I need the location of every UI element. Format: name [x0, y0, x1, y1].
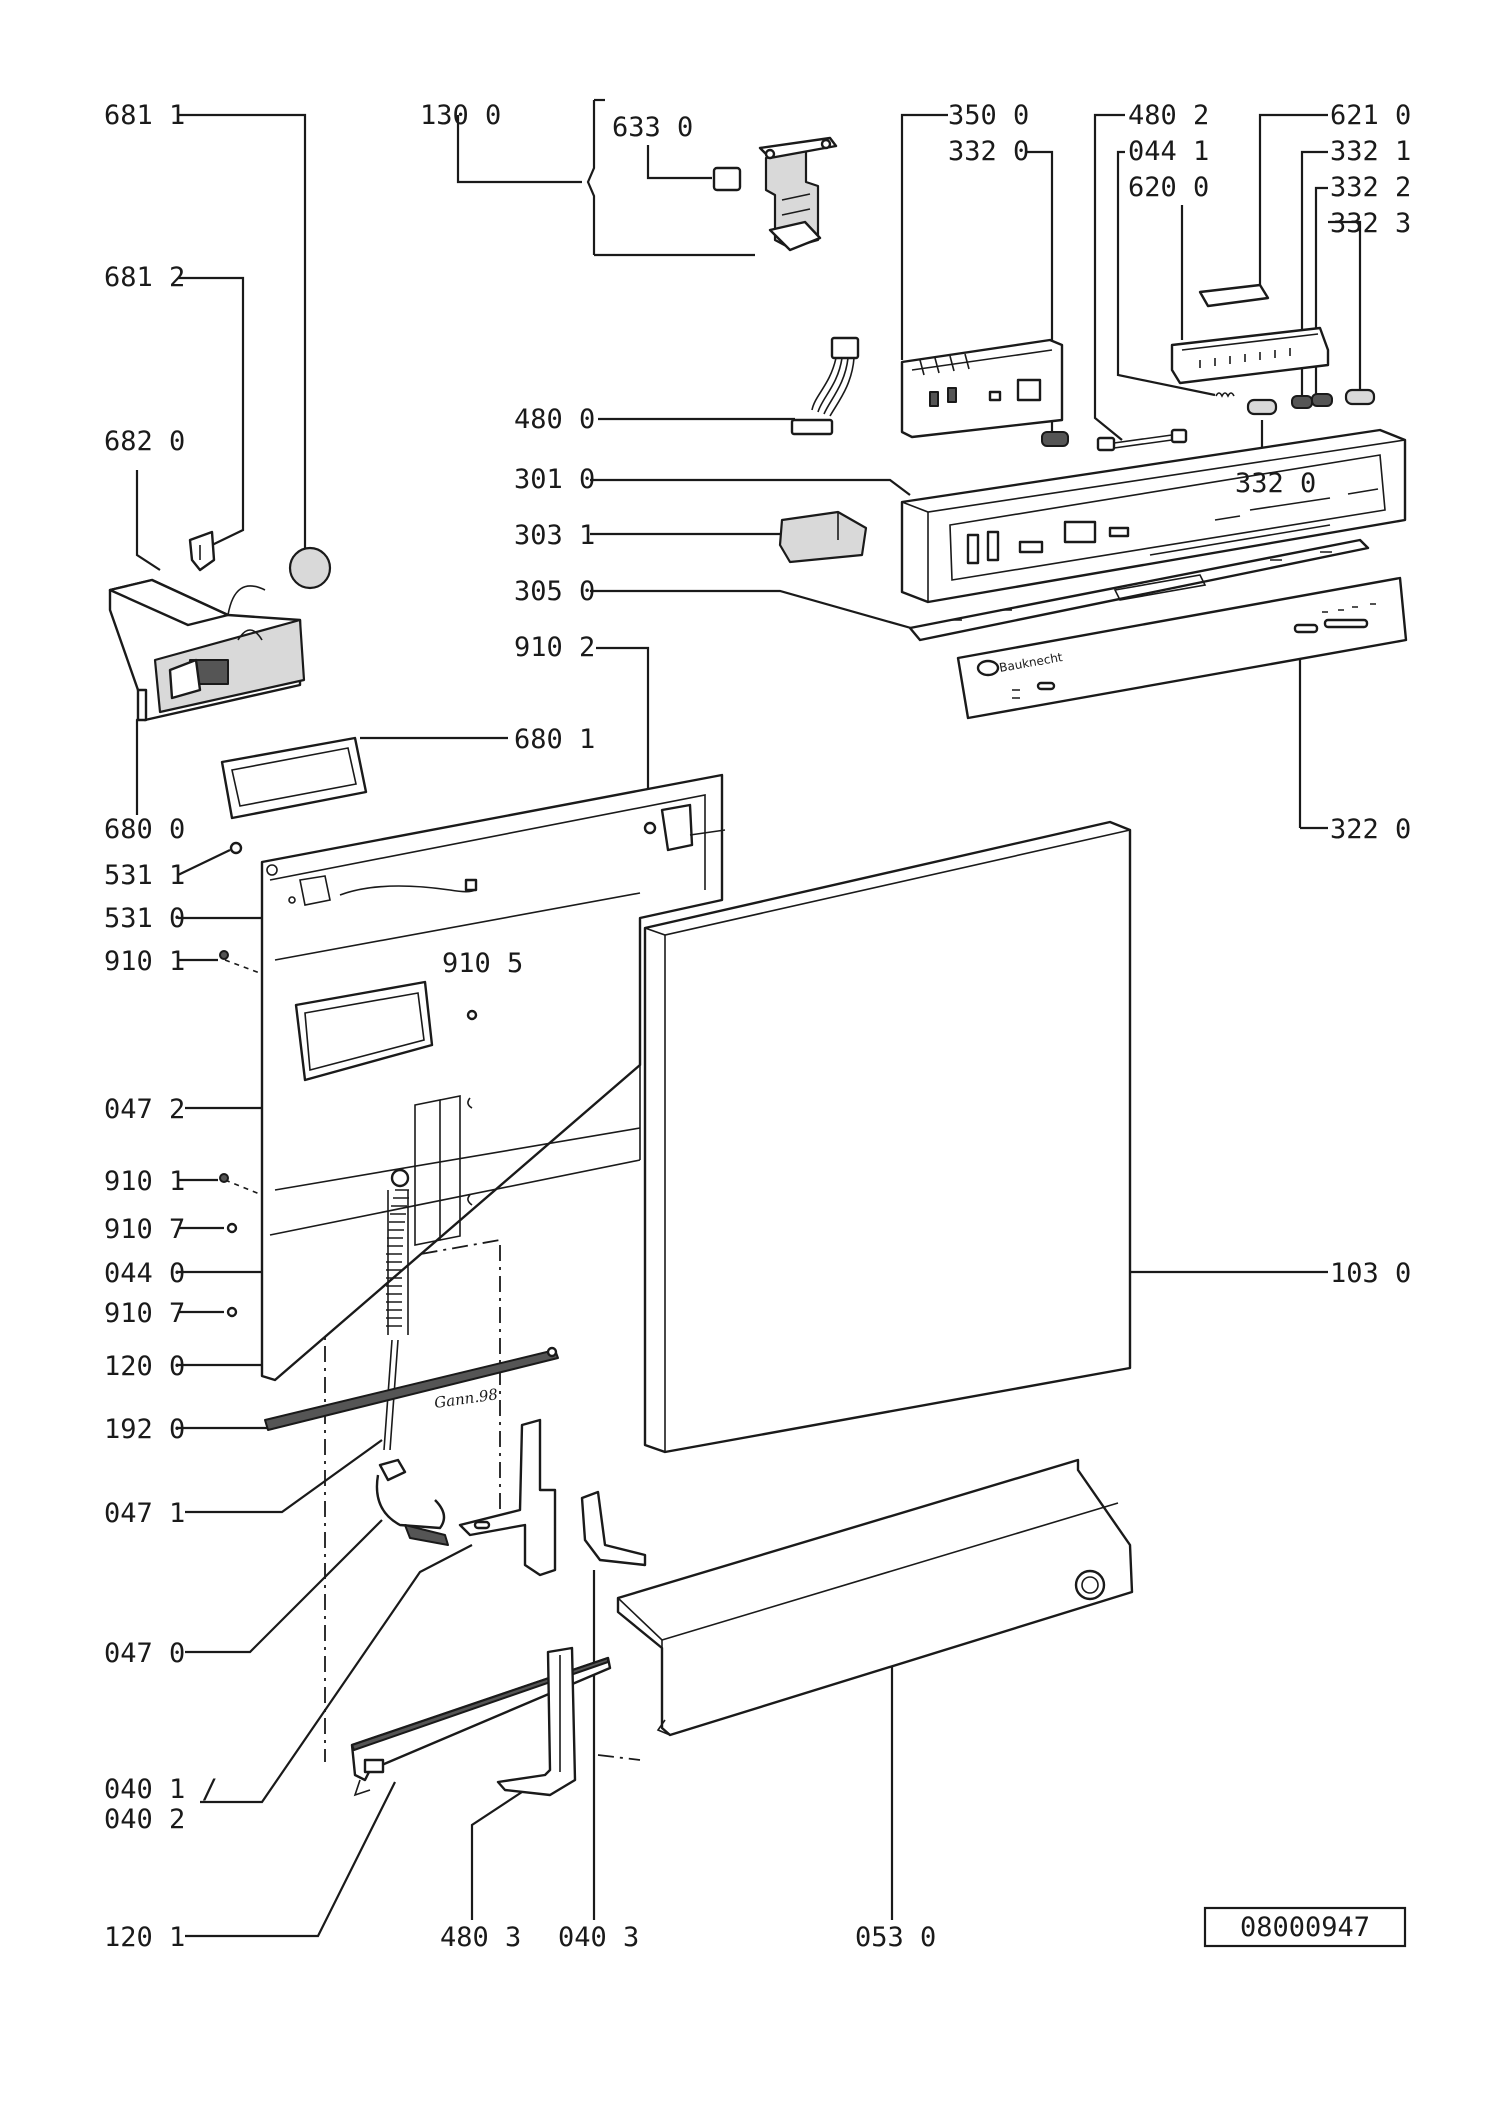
callout-332-0-mid: 332 0 [1235, 468, 1316, 499]
callout-103-0: 103 0 [1330, 1258, 1411, 1289]
callout-910-5: 910 5 [442, 948, 523, 979]
module-620-0 [1170, 326, 1330, 385]
door-spring [383, 1168, 410, 1451]
spring-044-1 [1215, 392, 1235, 398]
callout-040-1: 040 1 / [104, 1774, 218, 1805]
front-fascia-322-0: Bauknecht [956, 576, 1408, 720]
callout-480-0: 480 0 [514, 404, 595, 435]
hinge-lever [375, 1458, 449, 1546]
callout-332-3: 332 3 [1330, 208, 1411, 239]
outer-door-panel [643, 820, 1132, 1454]
callout-910-7-a: 910 7 [104, 1214, 185, 1245]
callout-680-1: 680 1 [514, 724, 595, 755]
callout-480-2: 480 2 [1128, 100, 1209, 131]
plinth-120-1 [350, 1656, 612, 1797]
callout-633-0: 633 0 [612, 112, 693, 143]
detergent-dispenser [108, 578, 306, 722]
callout-480-3: 480 3 [440, 1922, 521, 1953]
callout-621-0: 621 0 [1330, 100, 1411, 131]
small-cable [1096, 428, 1188, 452]
callout-053-0: 053 0 [855, 1922, 936, 1953]
callout-332-0-top: 332 0 [948, 136, 1029, 167]
callout-332-2: 332 2 [1330, 172, 1411, 203]
callout-130-0: 130 0 [420, 100, 501, 131]
callout-040-3: 040 3 [558, 1922, 639, 1953]
callout-350-0: 350 0 [948, 100, 1029, 131]
trim-strip-305-0 [908, 538, 1370, 642]
callout-332-1: 332 1 [1330, 136, 1411, 167]
drawing-number-box [1203, 1906, 1407, 1948]
screw-910-7-b [226, 1306, 238, 1318]
callout-305-0: 305 0 [514, 576, 595, 607]
bracket-040-3 [580, 1490, 647, 1567]
callout-labels: 681 1 130 0 633 0 350 0 332 0 480 2 044 … [104, 100, 1411, 1953]
callout-620-0: 620 0 [1128, 172, 1209, 203]
buttons-332 [1246, 388, 1376, 416]
hinge-bracket [458, 1418, 557, 1577]
callout-301-0: 301 0 [514, 464, 595, 495]
callout-192-0: 192 0 [104, 1414, 185, 1445]
screw-910-7-a [226, 1222, 238, 1234]
callout-910-1-a: 910 1 [104, 946, 185, 977]
callout-531-0: 531 0 [104, 903, 185, 934]
control-board [900, 338, 1064, 439]
callout-120-1: 120 1 [104, 1922, 185, 1953]
callout-531-1: 531 1 [104, 860, 185, 891]
gasket-680-1 [220, 736, 368, 820]
clip-681-2 [188, 530, 216, 572]
callout-044-1: 044 1 [1128, 136, 1209, 167]
callout-680-0: 680 0 [104, 814, 185, 845]
rail-192-0: Gann.98 [264, 1346, 559, 1431]
door-lock-assembly [712, 136, 838, 252]
callout-303-1: 303 1 [514, 520, 595, 551]
signature-mark: Gann.98 [433, 1385, 499, 1412]
callout-040-2: 040 2 [104, 1804, 185, 1835]
callout-910-1-b: 910 1 [104, 1166, 185, 1197]
cap-681-1 [288, 546, 332, 590]
callout-910-7-b: 910 7 [104, 1298, 185, 1329]
callout-910-2: 910 2 [514, 632, 595, 663]
callout-047-1: 047 1 [104, 1498, 185, 1529]
callout-047-2: 047 2 [104, 1094, 185, 1125]
leader-lines [135, 98, 1362, 1938]
board-621-0 [1198, 283, 1270, 308]
kick-plate [616, 1458, 1134, 1737]
drawing-number: 08000947 [1240, 1912, 1370, 1943]
bracket-480-3 [496, 1646, 577, 1797]
inner-door-panel [260, 773, 726, 1382]
callout-682-0: 682 0 [104, 426, 185, 457]
callout-322-0: 322 0 [1330, 814, 1411, 845]
washer-531-1 [229, 841, 243, 855]
screw-910-1-a [219, 950, 229, 960]
panel-piece-303-1 [778, 510, 868, 564]
callout-681-1: 681 1 [104, 100, 185, 131]
button-332-0 [1041, 431, 1069, 447]
callout-047-0: 047 0 [104, 1638, 185, 1669]
screw-910-5 [466, 1009, 478, 1021]
callout-044-0: 044 0 [104, 1258, 185, 1289]
callout-681-2: 681 2 [104, 262, 185, 293]
wiring-harness [790, 336, 860, 436]
callout-120-0: 120 0 [104, 1351, 185, 1382]
control-panel-housing [900, 428, 1407, 604]
screw-910-1-b [219, 1173, 229, 1183]
